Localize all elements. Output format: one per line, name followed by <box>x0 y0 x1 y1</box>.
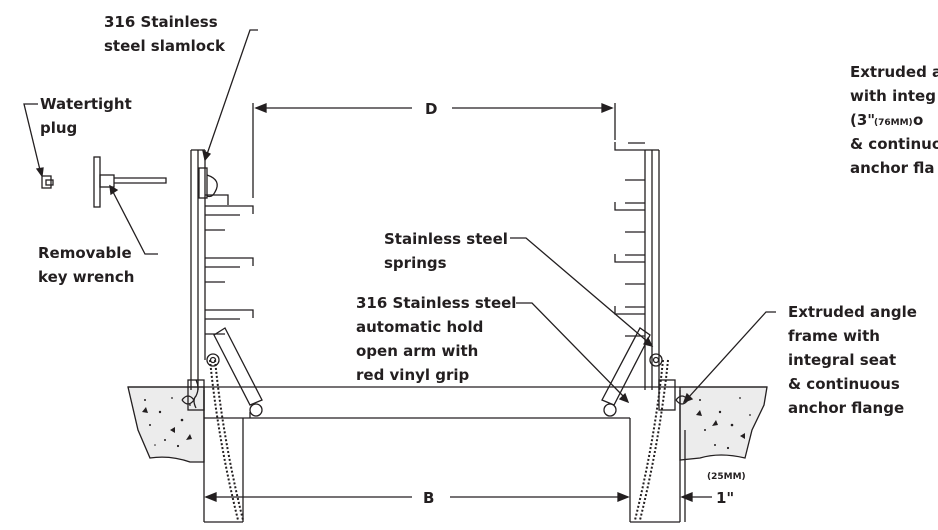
label-hold-arm-line1: 316 Stainless steel <box>356 294 516 312</box>
label-plug-line1: Watertight <box>40 95 132 113</box>
floor-lines <box>128 386 767 419</box>
label-hold-arm-line4: red vinyl grip <box>356 366 470 384</box>
label-springs-line2: springs <box>384 254 447 272</box>
label-cover-line1: Extruded a <box>850 63 938 81</box>
label-frame-line5: anchor flange <box>788 399 904 417</box>
label-cover-line5: anchor fla <box>850 159 935 177</box>
label-slamlock-line2: steel slamlock <box>104 37 226 55</box>
right-cover <box>614 103 660 390</box>
label-cover-line2: with integ <box>850 87 936 105</box>
label-frame-line1: Extruded angle <box>788 303 917 321</box>
label-plug-line2: plug <box>40 119 77 137</box>
dimension-offset-inch: 1" <box>716 489 734 507</box>
label-springs-line1: Stainless steel <box>384 230 508 248</box>
dimension-b <box>204 492 630 502</box>
label-wrench-line2: key wrench <box>38 268 134 286</box>
label-wrench-line1: Removable <box>38 244 132 262</box>
dimension-offset-mm: (25MM) <box>707 472 746 482</box>
right-frame-channel <box>601 327 689 523</box>
label-cover-size-mm: (76MM) <box>874 118 913 128</box>
concrete-right <box>679 386 768 461</box>
label-slamlock-line1: 316 Stainless <box>104 13 218 31</box>
dimension-b-label: B <box>423 489 434 507</box>
label-frame-line4: & continuous <box>788 375 900 393</box>
label-hold-arm-line3: open arm with <box>356 342 478 360</box>
concrete-left <box>127 386 205 463</box>
label-cover-line4: & continuo <box>850 135 938 153</box>
label-cover-size-inch: (3" <box>850 111 875 129</box>
dimension-d <box>254 103 614 113</box>
left-cover <box>190 103 254 390</box>
dimension-offset <box>680 492 712 502</box>
dimension-d-label: D <box>425 100 437 118</box>
label-hold-arm-line2: automatic hold <box>356 318 483 336</box>
label-frame-line3: integral seat <box>788 351 896 369</box>
left-frame-channel <box>181 327 263 523</box>
key-wrench-icon <box>93 156 167 208</box>
label-frame-line2: frame with <box>788 327 880 345</box>
watertight-plug-icon <box>41 175 54 189</box>
leader-lines <box>23 29 776 404</box>
label-cover-size-tail: o <box>913 111 923 129</box>
